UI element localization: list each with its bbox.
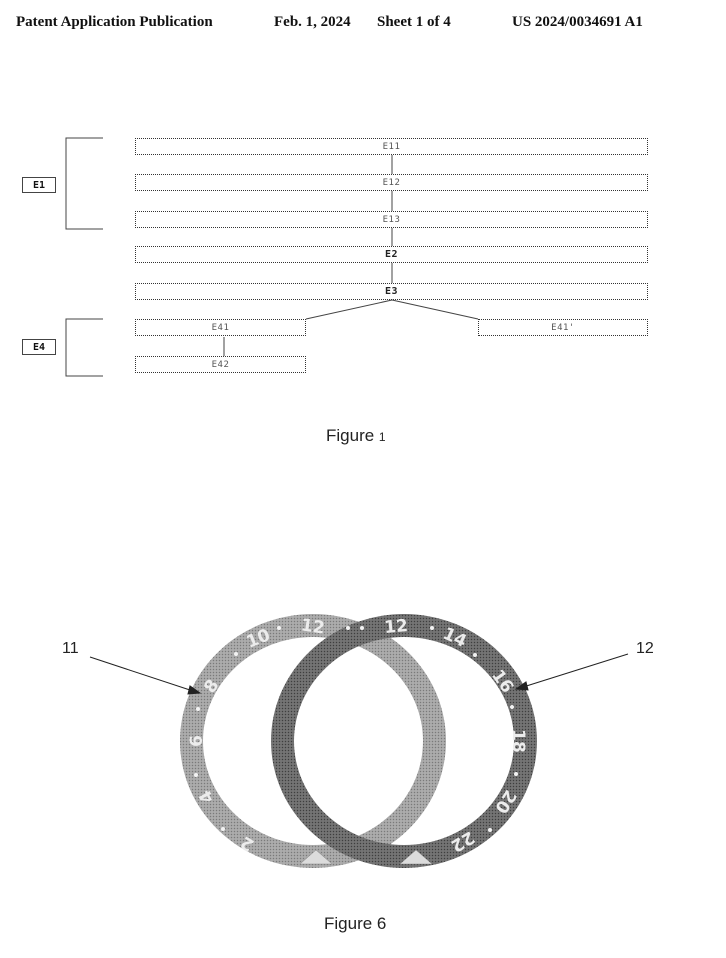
e1-bracket (65, 137, 103, 230)
link-e3-e41 (305, 299, 393, 320)
e4-bracket (65, 318, 103, 377)
publication-number: US 2024/0034691 A1 (512, 14, 643, 30)
bezel-right-numeral-12: 12 (383, 616, 408, 638)
bezel-left-numeral-6: 6 (187, 735, 207, 747)
bezel-triangle-left (299, 849, 333, 865)
step-e41-prime: E41' (478, 319, 648, 336)
step-e3: E3 (135, 283, 648, 300)
leader-line-11 (89, 656, 197, 693)
reference-numeral-11: 11 (62, 640, 79, 657)
step-e12: E12 (135, 174, 648, 191)
leader-line-12 (519, 653, 629, 689)
leader-arrowhead-12 (514, 681, 529, 691)
bezel-right-numeral-18: 18 (508, 729, 528, 753)
step-e13: E13 (135, 211, 648, 228)
group-label-e1: E1 (22, 177, 56, 193)
figure6-caption: Figure 6 (324, 914, 387, 933)
publication-label: Patent Application Publication (16, 14, 213, 30)
sheet-number: Sheet 1 of 4 (377, 14, 451, 30)
group-label-e4: E4 (22, 339, 56, 355)
bezel-dots-right (360, 626, 518, 832)
bezel-dots-left (194, 626, 350, 831)
link-e3-e41prime (391, 299, 479, 320)
bezel-left-numeral-12: 12 (300, 615, 326, 638)
figure1-caption-number: 1 (378, 430, 386, 444)
publication-date: Feb. 1, 2024 (274, 14, 351, 30)
bezel-triangle-right (399, 849, 433, 865)
step-e2: E2 (135, 246, 648, 263)
figure1-caption: Figure 1 (326, 426, 386, 446)
step-e41: E41 (135, 319, 306, 336)
step-e42: E42 (135, 356, 306, 373)
leader-arrowhead-11 (187, 685, 202, 695)
reference-numeral-12: 12 (636, 640, 654, 657)
step-e11: E11 (135, 138, 648, 155)
figure1-caption-word: Figure (326, 426, 375, 445)
